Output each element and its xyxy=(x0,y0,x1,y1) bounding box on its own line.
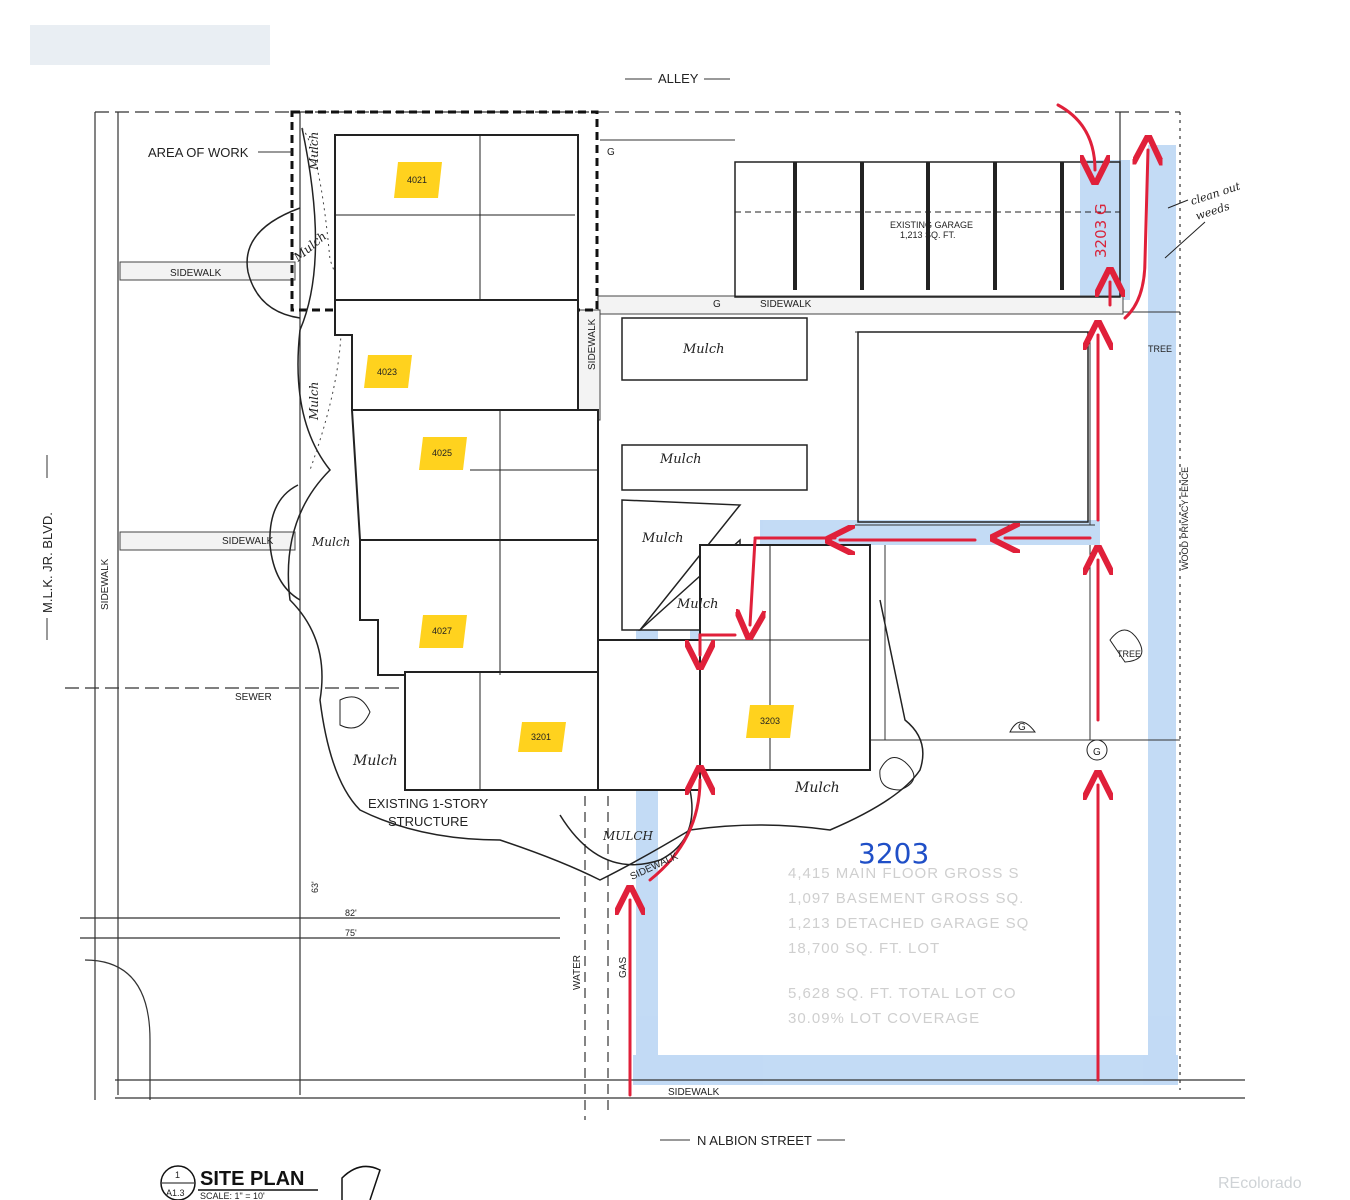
dimension-63: 63' xyxy=(310,881,320,893)
sidewalk-label-4: SIDEWALK xyxy=(668,1087,720,1098)
mulch-label-9: Mulch xyxy=(290,229,329,265)
sidewalk-label-5: SIDEWALK xyxy=(100,558,111,610)
site-note-2: 1,097 BASEMENT GROSS SQ. xyxy=(788,890,1024,907)
dimension-82: 82' xyxy=(345,908,357,918)
mulch-label-3: Mulch xyxy=(641,531,684,546)
area-of-work-label: AREA OF WORK xyxy=(148,145,249,160)
water-label: WATER xyxy=(572,955,583,990)
mulch-label-11: MULCH xyxy=(602,829,654,843)
mulch-label-7: Mulch xyxy=(307,132,321,171)
garage-area-label: 1,213 SQ. FT. xyxy=(900,230,956,240)
unit-4025: 4025 xyxy=(432,448,452,458)
site-note-4: 18,700 SQ. FT. LOT xyxy=(788,940,940,957)
tree-label-1: TREE xyxy=(1117,649,1141,659)
unit-3201: 3201 xyxy=(531,732,551,742)
unit-3203-annotation: 3203 xyxy=(858,837,929,870)
mulch-label-5: Mulch xyxy=(352,753,398,769)
gate-markers xyxy=(339,629,1143,791)
sidewalk-label-1: SIDEWALK xyxy=(170,268,222,279)
albion-label: N ALBION STREET xyxy=(697,1133,812,1148)
mulch-circles xyxy=(246,207,693,866)
sidewalk-label-6: SIDEWALK xyxy=(587,318,598,370)
sidewalk-label-2: SIDEWALK xyxy=(222,536,274,547)
gate-label-3: G xyxy=(1093,747,1101,758)
sidewalk-label-3: SIDEWALK xyxy=(760,299,812,310)
mulch-label-6: Mulch xyxy=(794,780,840,796)
existing-garage-label: EXISTING GARAGE xyxy=(890,220,973,230)
unit-4023: 4023 xyxy=(377,367,397,377)
mulch-label-10: Mulch xyxy=(311,535,350,549)
sheet-ref: A1.3 xyxy=(166,1188,185,1198)
sewer-label: SEWER xyxy=(235,692,272,703)
red-route-arrows xyxy=(630,103,1148,1097)
property-lines xyxy=(65,111,1245,1120)
wood-fence-label: WOOD PRIVACY FENCE xyxy=(1180,467,1190,570)
gate-label-4: G xyxy=(1018,722,1026,733)
building-outline xyxy=(334,134,871,791)
existing-garage xyxy=(734,161,1121,298)
gate-label-2: G xyxy=(713,299,721,310)
site-note-5: 5,628 SQ. FT. TOTAL LOT CO xyxy=(788,985,1017,1002)
alley-label: ALLEY xyxy=(658,71,699,86)
mulch-label-2: Mulch xyxy=(659,452,702,467)
mulch-label-4: Mulch xyxy=(676,597,719,612)
site-note-3: 1,213 DETACHED GARAGE SQ xyxy=(788,915,1029,932)
mulch-bed-outline xyxy=(287,127,924,881)
garage-3203-annotation: 3203 G xyxy=(1092,203,1110,258)
mulch-label-1: Mulch xyxy=(682,342,725,357)
gate-label-1: G xyxy=(607,147,615,158)
existing-structure-label-1: EXISTING 1-STORY xyxy=(368,796,488,811)
tree-label-2: TREE xyxy=(1148,344,1172,354)
site-note-6: 30.09% LOT COVERAGE xyxy=(788,1010,980,1027)
dimension-75: 75' xyxy=(345,928,357,938)
title-name: SITE PLAN xyxy=(200,1168,304,1190)
title-scale: SCALE: 1" = 10' xyxy=(200,1191,265,1200)
mlk-label: M.L.K. JR. BLVD. xyxy=(40,512,55,613)
faded-header xyxy=(30,25,270,65)
unit-4027: 4027 xyxy=(432,626,452,636)
unit-3203: 3203 xyxy=(760,716,780,726)
mulch-label-8: Mulch xyxy=(307,382,321,421)
gas-label: GAS xyxy=(618,957,629,978)
site-note-1: 4,415 MAIN FLOOR GROSS S xyxy=(788,865,1020,882)
watermark: REcolorado xyxy=(1218,1175,1302,1192)
unit-4021: 4021 xyxy=(407,175,427,185)
sheet-number: 1 xyxy=(175,1170,180,1180)
existing-structure-label-2: STRUCTURE xyxy=(388,814,468,829)
unit-highlights xyxy=(364,162,794,752)
sidewalk-strips xyxy=(119,261,1124,551)
title-block: 1 A1.3 SITE PLAN SCALE: 1" = 10' xyxy=(160,1165,381,1200)
